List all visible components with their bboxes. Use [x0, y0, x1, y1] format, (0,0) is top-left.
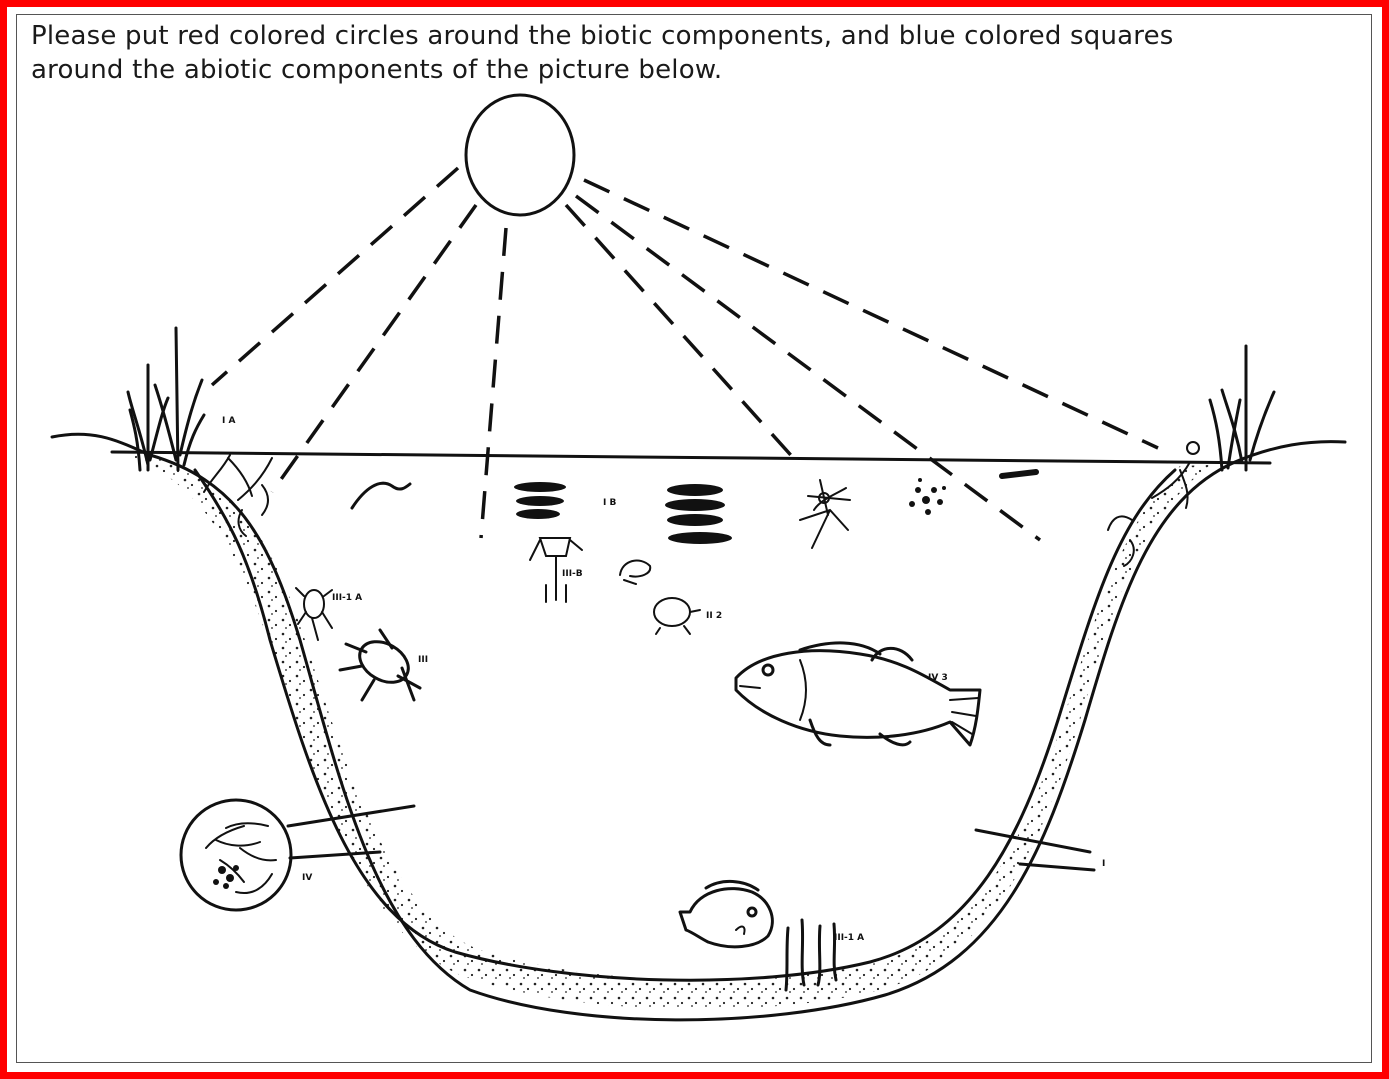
plankton-icon: [909, 478, 946, 515]
sediment-layer: [112, 452, 1210, 1009]
crustacean-icon: [654, 598, 700, 634]
plankton-icon: [514, 482, 732, 544]
sunlight-rays: [212, 168, 1158, 540]
label-sediment-inset: IV: [302, 873, 312, 883]
label-insect-larva: III-B: [562, 569, 583, 579]
cattail-plant-icon: [128, 328, 204, 470]
sunlight-ray-icon: [576, 196, 1040, 540]
sunlight-ray-icon: [481, 228, 506, 538]
label-bottom-worms: III-1 A: [834, 933, 864, 943]
pond-bank-inner: [195, 470, 1175, 980]
sunlight-ray-icon: [584, 180, 1158, 448]
label-surface-algae: I B: [603, 498, 616, 508]
fish-icon: [680, 881, 772, 946]
beetle-icon: [340, 630, 420, 700]
fish-icon: [736, 643, 980, 745]
snail-icon: [620, 560, 650, 584]
label-shore-right: I: [1102, 859, 1105, 869]
plankton-icon: [800, 480, 850, 548]
label-water-mite: III-1 A: [332, 593, 362, 603]
water-surface: [112, 452, 1270, 463]
sunlight-ray-icon: [212, 168, 458, 385]
label-shore-left: I A: [222, 416, 235, 426]
label-beetle: III: [418, 655, 428, 665]
label-bass: IV 3: [928, 673, 948, 683]
sun-icon: [466, 95, 574, 215]
worm-icon: [352, 483, 410, 508]
floating-algae: [1002, 472, 1036, 476]
sunlight-ray-icon: [272, 205, 476, 492]
bud-icon: [1187, 442, 1199, 454]
label-small-crustacean: II 2: [706, 611, 722, 621]
